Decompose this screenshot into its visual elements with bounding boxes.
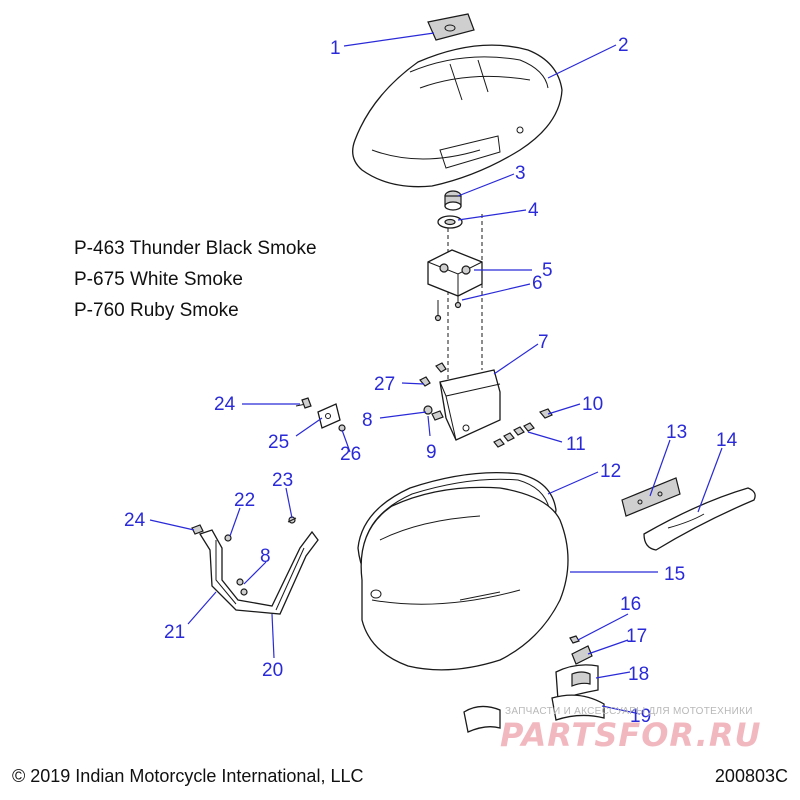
callout-numbers: 1 2 3 4 5 6 7 27 8 9 10 11 12 13 14 15 2… [124,35,738,727]
callout-24-lower: 24 [124,510,146,531]
callout-8-lower: 8 [260,546,271,567]
part-screws-6 [434,290,462,322]
part-latch-housing [427,249,483,297]
callout-12: 12 [600,461,621,482]
callout-26: 26 [340,444,361,465]
diagram-id: 200803C [714,766,788,786]
part-hinge-bracket [439,369,501,441]
callout-16: 16 [620,594,641,615]
color-code-3: P-760 Ruby Smoke [74,300,239,321]
part-nut-10 [538,408,553,419]
callout-9: 9 [426,442,437,463]
callout-24-top: 24 [214,394,236,415]
part-washer-17 [571,645,593,665]
part-screws-8-9 [423,405,444,421]
part-screw-23 [287,516,297,524]
callout-13: 13 [666,422,687,443]
part-emblem-plate [621,477,681,517]
callout-7: 7 [538,332,549,353]
part-bolt-24-lower [191,524,204,535]
callout-1: 1 [330,38,341,59]
part-bolt-24-top [295,397,312,409]
part-mount-bracket [199,529,319,615]
callout-17: 17 [626,626,647,647]
watermark-brand: PARTSFOR.RU [500,716,762,754]
part-screw-16 [569,635,580,644]
callout-23: 23 [272,470,293,491]
callout-5: 5 [542,260,553,281]
callout-2: 2 [618,35,629,56]
part-saddlebag-body [360,486,569,671]
callout-20: 20 [262,660,283,681]
part-lock-cylinder [444,190,462,211]
part-bracket-25 [317,403,341,429]
callout-11: 11 [566,434,586,455]
callout-19: 19 [630,706,651,727]
part-screw-22 [224,534,232,542]
watermark-tagline: ЗАПЧАСТИ И АКСЕССУАРЫ ДЛЯ МОТОТЕХНИКИ [505,706,753,717]
part-washer [437,215,463,229]
callout-8: 8 [362,410,373,431]
color-code-1: P-463 Thunder Black Smoke [74,238,317,259]
callout-21: 21 [164,622,185,643]
callout-18: 18 [628,664,649,685]
part-trim-badge [643,487,756,551]
callout-6: 6 [532,273,543,294]
leader-lines [149,32,723,715]
part-trunk-lid [352,44,563,188]
callout-14: 14 [716,430,738,451]
callout-3: 3 [515,163,526,184]
callout-22: 22 [234,490,255,511]
callout-4: 4 [528,200,539,221]
part-cap [427,13,475,41]
callout-10: 10 [582,394,603,415]
color-code-2: P-675 White Smoke [74,269,243,290]
callout-15: 15 [664,564,685,585]
callout-27: 27 [374,374,395,395]
part-screws-8-lower [236,578,248,596]
part-pads-19 [463,694,605,733]
copyright-text: © 2019 Indian Motorcycle International, … [12,766,364,786]
callout-25: 25 [268,432,289,453]
part-nuts-11 [493,422,535,448]
